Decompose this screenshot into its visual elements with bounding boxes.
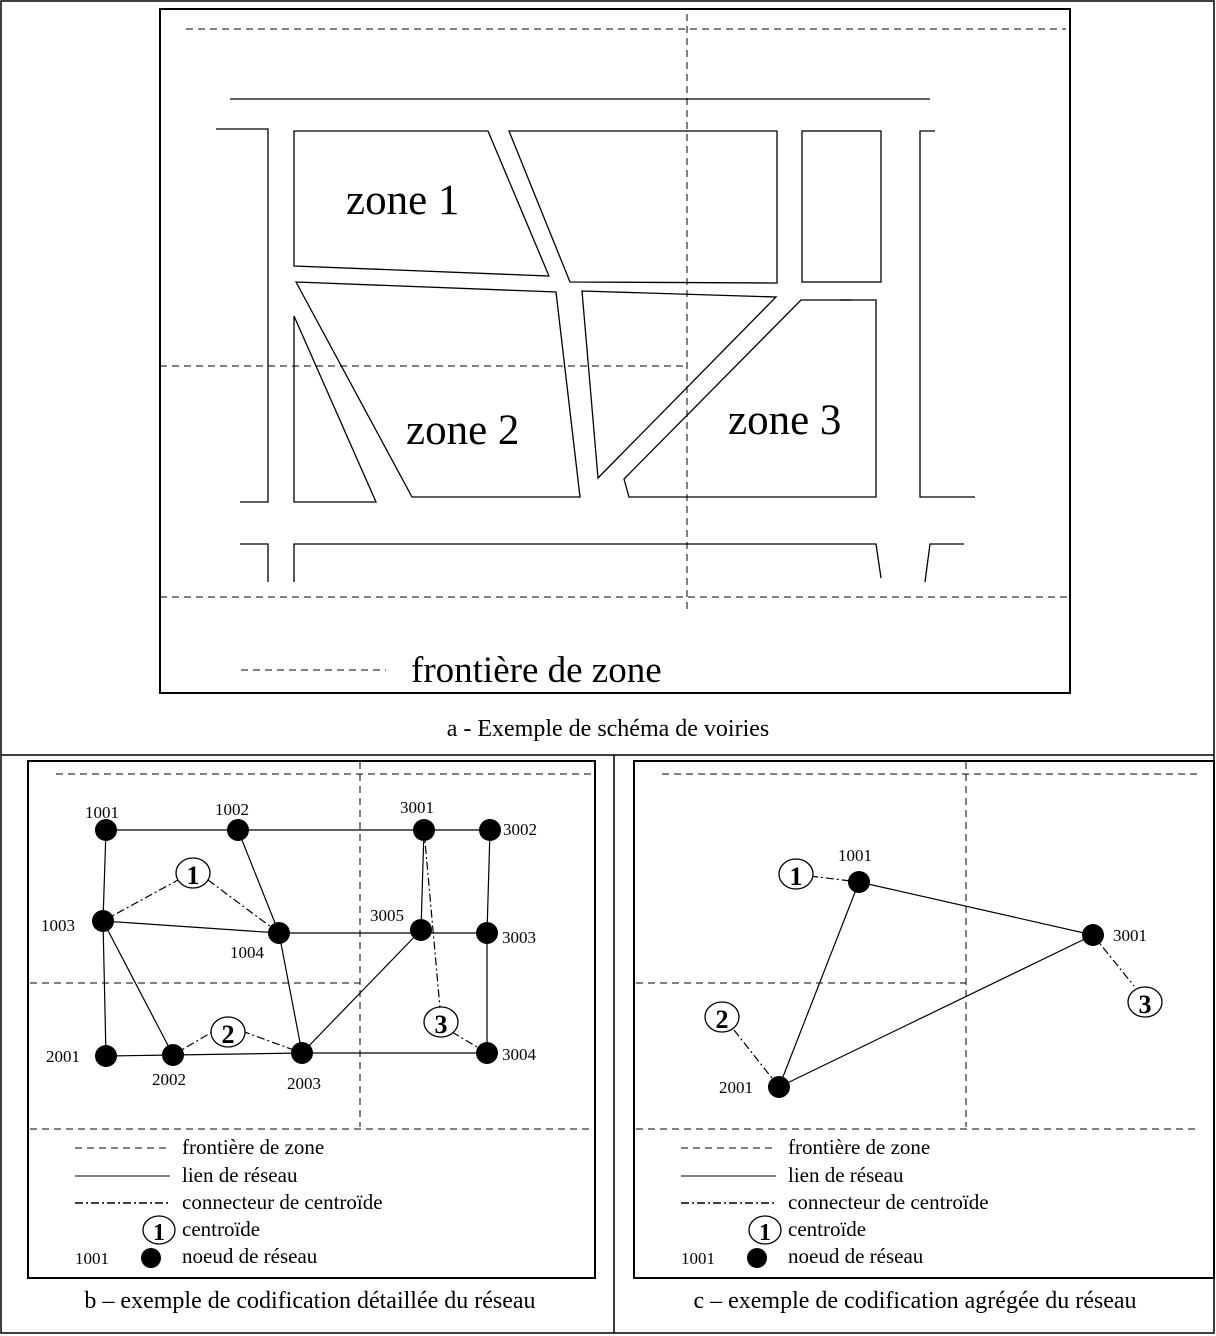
legend-node-sample-label: 1001 (681, 1249, 715, 1268)
node-label: 2003 (287, 1074, 321, 1093)
legend-centroid-sample (142, 1215, 176, 1245)
panel-c-zone-borders (636, 762, 1198, 1130)
network-node (768, 1076, 790, 1098)
panel-c-centroid-1: 1 (778, 858, 814, 891)
panel-c-nodes (768, 871, 1104, 1098)
legend-node-sample (747, 1248, 767, 1268)
node-label: 2001 (719, 1078, 753, 1097)
network-node (476, 1042, 498, 1064)
panel-c-centroid-2: 2 (704, 1001, 740, 1034)
panel-c-links (778, 881, 1094, 1088)
network-node (291, 1042, 313, 1064)
centroid-label: 3 (1139, 990, 1152, 1019)
node-label: 3004 (502, 1045, 537, 1064)
centroid-marker (423, 1006, 459, 1038)
legend-centroid-sample (748, 1215, 782, 1245)
centroid-marker (210, 1016, 246, 1048)
panel-c-connectors (733, 875, 1135, 1088)
panel-c-node-labels: 1001 2001 3001 (719, 846, 1147, 1097)
centroid-marker (175, 857, 211, 889)
panel-b-node-labels: 1001 1002 1003 1004 2001 2002 2003 3001 … (41, 798, 537, 1093)
network-node (410, 919, 432, 941)
panel-b-centroid-1: 1 (175, 857, 211, 890)
panel-b-legend: frontière de zone lien de réseau connect… (75, 1135, 383, 1268)
node-label: 3003 (502, 928, 536, 947)
centroid-label: 1 (790, 862, 803, 891)
legend-connector-label: connecteur de centroïde (182, 1190, 383, 1214)
node-label: 1003 (41, 916, 75, 935)
panel-b-nodes (92, 819, 501, 1067)
legend-node-sample-label: 1001 (75, 1249, 109, 1268)
network-node (227, 819, 249, 841)
centroid-label: 1 (187, 861, 200, 890)
network-node (413, 819, 435, 841)
panel-b-frame (27, 760, 596, 1279)
panel-a: zone 1 zone 2 zone 3 frontière de zone a… (159, 8, 1071, 742)
panel-c: 1 2 3 1001 2001 3001 frontière de zone l… (633, 760, 1215, 1314)
road-network (216, 98, 975, 583)
legend-centroid-label: centroïde (788, 1217, 866, 1241)
node-label: 2001 (46, 1047, 80, 1066)
node-label: 3001 (1113, 926, 1147, 945)
panel-a-frame (159, 8, 1071, 694)
node-label: 1001 (85, 803, 119, 822)
legend-centroid-sample-label: 1 (153, 1220, 165, 1246)
legend-connector-label: connecteur de centroïde (788, 1190, 989, 1214)
panel-c-frame (633, 760, 1215, 1279)
network-node (92, 910, 114, 932)
centroid-marker (1127, 986, 1163, 1018)
network-node (476, 922, 498, 944)
node-label: 3001 (400, 798, 434, 817)
node-label: 3005 (370, 906, 404, 925)
network-node (268, 922, 290, 944)
centroid-marker (778, 858, 814, 890)
network-node (162, 1044, 184, 1066)
legend-zone-border-label: frontière de zone (182, 1135, 324, 1159)
panel-a-caption: a - Exemple de schéma de voiries (447, 716, 770, 742)
legend-centroid-sample-label: 1 (759, 1220, 771, 1246)
legend-node-label: noeud de réseau (182, 1244, 318, 1268)
node-label: 1002 (215, 800, 249, 819)
panel-c-centroid-3: 3 (1127, 986, 1163, 1019)
panel-b: 1 2 3 1001 1002 1003 100 (27, 760, 596, 1314)
centroid-marker (704, 1001, 740, 1033)
panel-b-zone-borders (30, 762, 592, 1130)
zone-1-label: zone 1 (346, 177, 459, 224)
node-label: 1004 (230, 943, 265, 962)
node-label: 3002 (503, 820, 537, 839)
zone-2-label: zone 2 (406, 407, 519, 454)
network-node (95, 1045, 117, 1067)
network-node (95, 819, 117, 841)
panel-b-centroid-3: 3 (423, 1006, 459, 1039)
network-node (479, 819, 501, 841)
legend-node-label: noeud de réseau (788, 1244, 924, 1268)
node-label: 1001 (838, 846, 872, 865)
panel-a-legend-label: frontière de zone (411, 650, 662, 691)
zone-borders (160, 14, 1070, 612)
panel-b-caption: b – exemple de codification détaillée du… (84, 1288, 535, 1314)
legend-centroid-label: centroïde (182, 1217, 260, 1241)
legend-node-sample (141, 1248, 161, 1268)
network-node (848, 871, 870, 893)
network-node (1082, 924, 1104, 946)
legend-link-label: lien de réseau (788, 1163, 904, 1187)
panel-c-legend: frontière de zone lien de réseau connect… (681, 1135, 989, 1268)
centroid-label: 2 (222, 1020, 235, 1049)
legend-link-label: lien de réseau (182, 1163, 298, 1187)
legend-zone-border-label: frontière de zone (788, 1135, 930, 1159)
panel-c-caption: c – exemple de codification agrégée du r… (693, 1288, 1136, 1314)
centroid-label: 3 (435, 1010, 448, 1039)
centroid-label: 2 (716, 1005, 729, 1034)
panel-b-centroid-2: 2 (210, 1016, 246, 1049)
zone-3-label: zone 3 (728, 397, 841, 444)
node-label: 2002 (152, 1070, 186, 1089)
